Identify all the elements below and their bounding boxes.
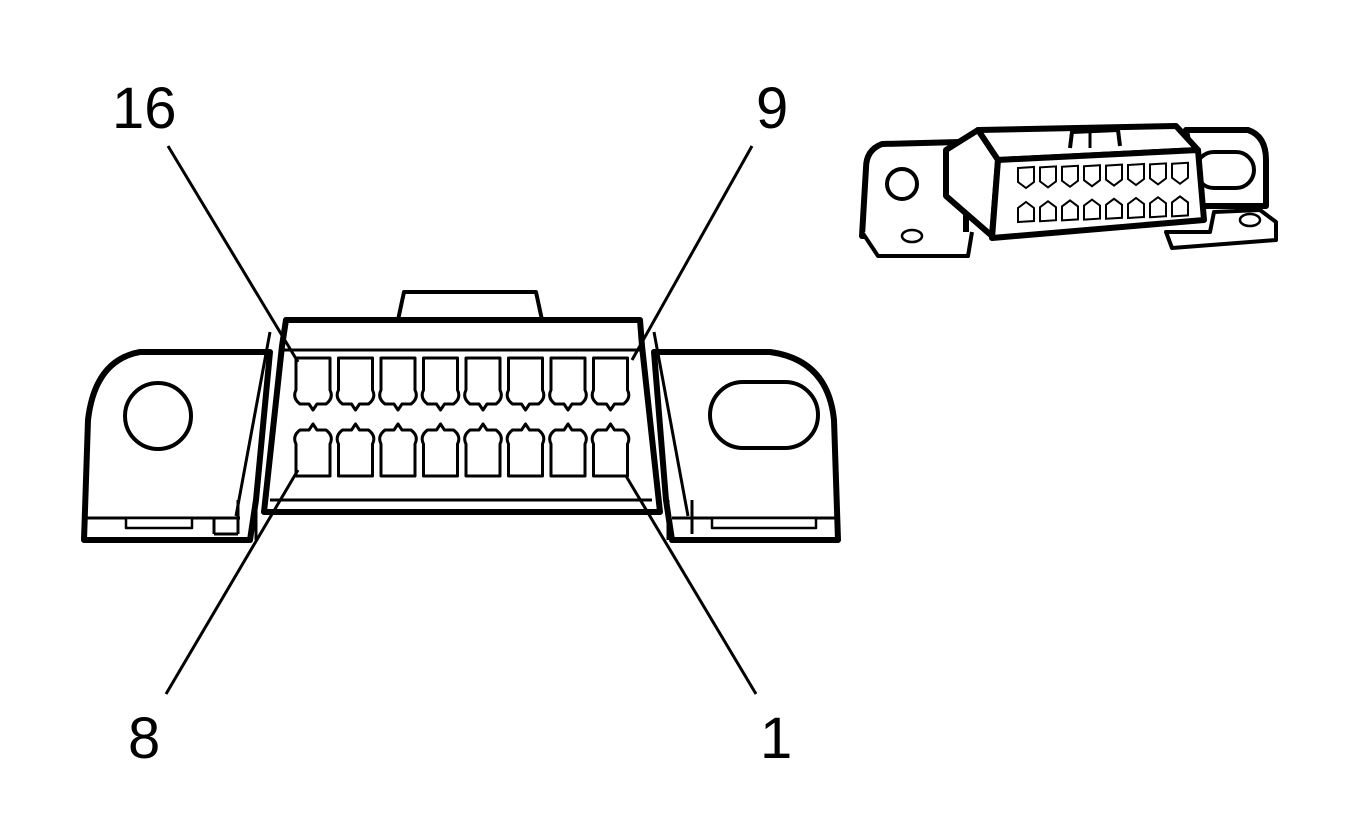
pin-cavity-bottom xyxy=(548,422,588,478)
pin-cavity-bottom xyxy=(378,422,418,478)
iso-pin-bottom xyxy=(1061,199,1079,222)
pin-cavity-top xyxy=(378,356,418,412)
leader-line-1 xyxy=(624,475,758,695)
iso-pin-top xyxy=(1083,164,1101,188)
pin-cavity-bottom xyxy=(420,422,461,478)
pin-cavity-top xyxy=(548,356,588,412)
left-mounting-hole xyxy=(123,381,193,451)
pin-cavity-bottom xyxy=(590,422,631,478)
iso-pin-rows xyxy=(1017,161,1189,224)
iso-pin-top xyxy=(1061,164,1079,189)
connector-front-view xyxy=(81,290,841,543)
pin-cavity-top xyxy=(590,356,631,412)
iso-pin-bottom xyxy=(1127,196,1145,220)
iso-pin-bottom xyxy=(1149,195,1167,219)
left-mounting-ear xyxy=(81,349,273,543)
iso-pin-top xyxy=(1039,165,1057,189)
iso-right-slot xyxy=(1194,150,1256,190)
iso-pin-top xyxy=(1171,161,1189,186)
iso-pin-bottom xyxy=(1017,200,1035,224)
pin-cavity-bottom xyxy=(463,422,503,478)
leader-line-16 xyxy=(166,145,300,363)
iso-pin-top xyxy=(1105,163,1123,187)
leader-line-9 xyxy=(630,145,754,361)
pin-row-bottom xyxy=(293,422,631,478)
leader-line-8 xyxy=(164,469,300,695)
pin-cavity-bottom xyxy=(335,422,376,478)
iso-pin-top xyxy=(1149,162,1167,186)
pin-cavity-top xyxy=(463,356,503,412)
iso-pin-top xyxy=(1127,162,1145,187)
pin-cavity-top xyxy=(335,356,376,412)
pin-label-9: 9 xyxy=(756,76,788,141)
iso-pin-bottom xyxy=(1171,195,1189,218)
connector-isometric-view xyxy=(859,123,1278,258)
pin-cavity-top xyxy=(420,356,461,412)
iso-left-hole xyxy=(885,167,919,201)
iso-pin-bottom xyxy=(1083,198,1101,221)
pin-row-top xyxy=(293,356,631,412)
iso-pin-top xyxy=(1017,165,1035,190)
iso-pin-bottom xyxy=(1105,197,1123,220)
right-mounting-slot xyxy=(708,380,820,450)
pin-label-8: 8 xyxy=(128,706,160,771)
pin-cavity-bottom xyxy=(505,422,546,478)
pin-label-16: 16 xyxy=(112,76,177,141)
pin-cavity-bottom xyxy=(293,422,333,478)
pin-label-1: 1 xyxy=(760,706,792,771)
top-latch xyxy=(396,290,544,321)
pin-cavity-top xyxy=(293,356,333,412)
pin-cavity-top xyxy=(505,356,546,412)
iso-pin-bottom xyxy=(1039,199,1057,223)
